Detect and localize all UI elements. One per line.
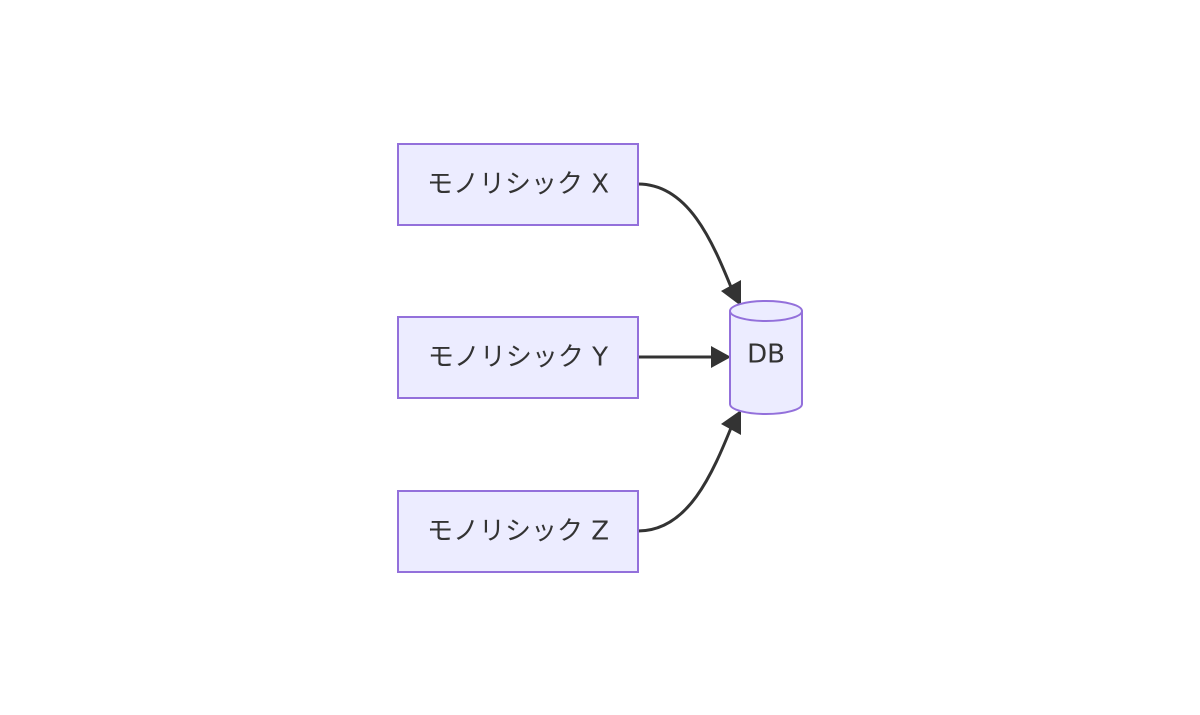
arrowhead-icon — [721, 410, 741, 435]
arrowhead-icon — [721, 280, 741, 306]
node-db-label: DB — [747, 340, 785, 370]
node-monolith-x-label: モノリシック X — [427, 170, 609, 200]
arrowhead-icon — [711, 346, 731, 368]
edge-z-to-db — [637, 410, 741, 533]
database-cylinder-icon — [729, 300, 803, 415]
edge-x-to-db — [637, 182, 741, 306]
node-monolith-x[interactable]: モノリシック X — [397, 143, 639, 226]
node-monolith-y[interactable]: モノリシック Y — [397, 316, 639, 399]
node-monolith-y-label: モノリシック Y — [428, 343, 608, 373]
node-db[interactable]: DB — [729, 300, 803, 415]
node-monolith-z-label: モノリシック Z — [427, 517, 609, 547]
edge-y-to-db — [638, 346, 731, 368]
node-monolith-z[interactable]: モノリシック Z — [397, 490, 639, 573]
